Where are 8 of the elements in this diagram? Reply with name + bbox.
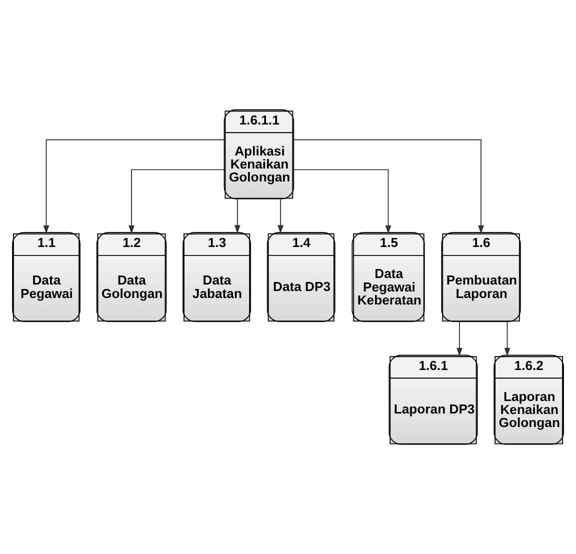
arrow bbox=[293, 139, 484, 234]
arrow bbox=[504, 321, 510, 356]
arrow bbox=[234, 198, 240, 234]
arrow bbox=[43, 139, 225, 234]
arrow bbox=[293, 169, 392, 234]
arrow bbox=[278, 198, 284, 234]
arrow bbox=[128, 169, 225, 234]
arrow bbox=[456, 321, 462, 356]
